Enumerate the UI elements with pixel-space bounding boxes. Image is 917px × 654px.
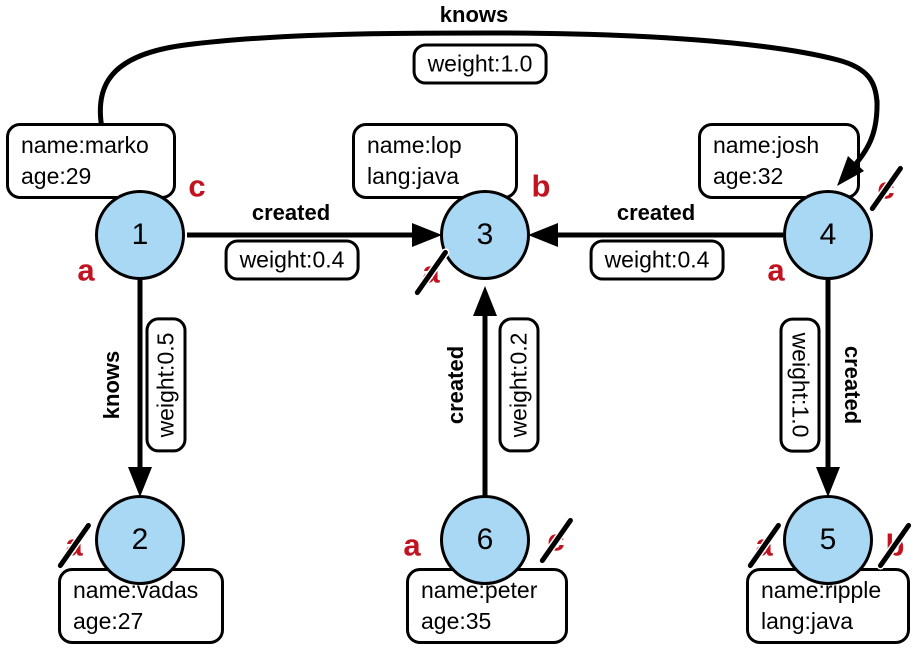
step-mark-a-node-5-struck: a bbox=[746, 521, 782, 569]
edge-knows-1-4-curve bbox=[97, 30, 880, 151]
arrowhead-into-3-from-4 bbox=[528, 223, 558, 247]
property-box-marko: name:marko age:29 bbox=[6, 123, 176, 199]
step-mark-a-node-2-struck: a bbox=[56, 521, 92, 569]
property-line: age:29 bbox=[21, 163, 92, 189]
vertex-node-4: 4 bbox=[783, 190, 873, 280]
edge-label-created-1-3: created bbox=[251, 200, 331, 225]
vertex-id: 3 bbox=[476, 218, 494, 251]
edge-label-created-4-3: created bbox=[616, 200, 696, 225]
step-mark-a-node-1: a bbox=[77, 255, 94, 286]
step-mark-a-node-6: a bbox=[403, 530, 420, 561]
vertex-id: 4 bbox=[819, 218, 837, 251]
arrowhead-into-2 bbox=[128, 467, 152, 497]
step-mark-c-node-6-struck: c bbox=[538, 516, 574, 564]
vertex-node-3: 3 bbox=[440, 190, 530, 280]
property-line: lang:java bbox=[367, 163, 460, 189]
edge-label-knows-1-4: knows bbox=[439, 2, 509, 27]
vertex-node-6: 6 bbox=[440, 495, 530, 585]
vertex-id: 5 bbox=[819, 523, 837, 556]
property-line: age:27 bbox=[73, 608, 144, 634]
step-mark-a-node-4: a bbox=[767, 255, 784, 286]
step-letter: a bbox=[767, 252, 785, 288]
vertex-id: 2 bbox=[131, 523, 149, 556]
step-mark-b-node-5-struck: b bbox=[877, 521, 913, 569]
vertex-node-2: 2 bbox=[95, 495, 185, 585]
property-box-josh: name:josh age:32 bbox=[698, 123, 860, 199]
arrowhead-into-4 bbox=[837, 156, 864, 186]
step-mark-c-node-1: c bbox=[188, 171, 205, 202]
vertex-node-1: 1 bbox=[95, 190, 185, 280]
arrowhead-into-5 bbox=[816, 467, 840, 497]
property-line: name:marko bbox=[21, 132, 149, 158]
property-line: name:lop bbox=[367, 132, 462, 158]
weight-box-knows-1-4: weight:1.0 bbox=[412, 43, 548, 85]
weight-box-created-4-3: weight:0.4 bbox=[589, 239, 725, 281]
property-box-peter: name:peter age:35 bbox=[406, 568, 568, 644]
property-line: name:josh bbox=[713, 132, 820, 158]
vertex-id: 6 bbox=[476, 523, 494, 556]
property-box-lop: name:lop lang:java bbox=[352, 123, 518, 199]
step-letter: a bbox=[403, 527, 421, 563]
vertex-node-5: 5 bbox=[783, 495, 873, 585]
arrowhead-into-3-from-1 bbox=[412, 223, 442, 247]
step-mark-c-node-4-struck: c bbox=[868, 164, 904, 212]
property-line: lang:java bbox=[761, 608, 854, 634]
step-mark-b-node-3: b bbox=[532, 171, 551, 202]
weight-box-created-1-3: weight:0.4 bbox=[224, 239, 360, 281]
step-letter: c bbox=[188, 168, 206, 204]
step-letter: a bbox=[77, 252, 95, 288]
step-mark-a-node-3-struck: a bbox=[413, 248, 449, 296]
property-line: age:32 bbox=[713, 163, 784, 189]
vertex-id: 1 bbox=[131, 218, 149, 251]
step-letter: b bbox=[531, 168, 551, 204]
property-line: age:35 bbox=[421, 608, 492, 634]
arrowhead-into-3-from-6 bbox=[473, 286, 497, 316]
